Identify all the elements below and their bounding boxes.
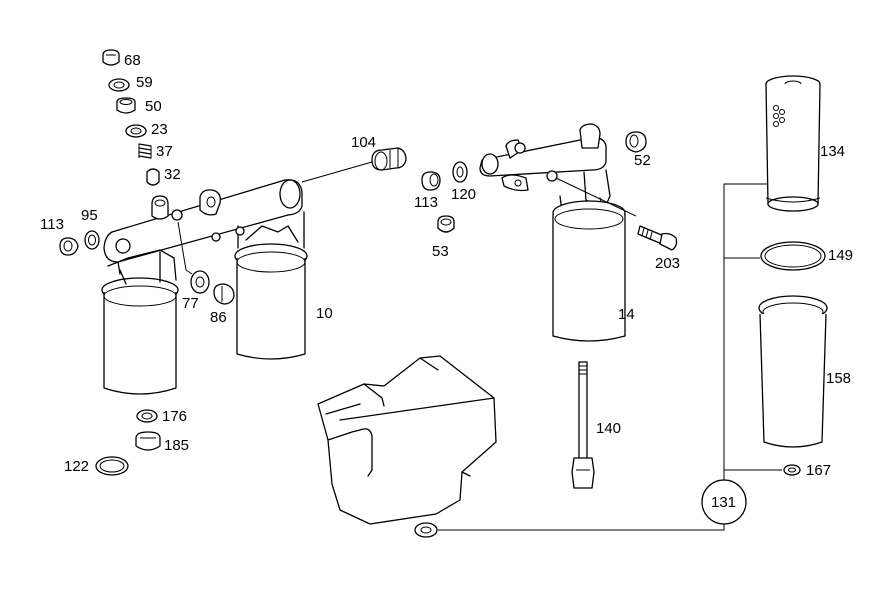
plug-50 bbox=[116, 97, 136, 114]
label-113-middle: 113 bbox=[414, 194, 438, 211]
label-134: 134 bbox=[820, 143, 845, 160]
kit-circle-131 bbox=[701, 479, 747, 525]
label-32: 32 bbox=[164, 166, 181, 183]
label-167: 167 bbox=[806, 462, 831, 479]
label-122: 122 bbox=[64, 458, 89, 475]
seal-ring-167 bbox=[783, 464, 801, 476]
seal-ring-77 bbox=[190, 270, 210, 294]
plug-53 bbox=[437, 215, 455, 233]
drain-plug-seal bbox=[414, 522, 438, 538]
seal-ring-120 bbox=[452, 161, 468, 183]
label-52: 52 bbox=[634, 152, 651, 169]
label-158: 158 bbox=[826, 370, 851, 387]
label-140: 140 bbox=[596, 420, 621, 437]
plug-113-left bbox=[59, 237, 79, 256]
filter-housing-14 bbox=[479, 123, 626, 342]
label-95: 95 bbox=[81, 207, 98, 224]
label-104: 104 bbox=[351, 134, 376, 151]
label-53: 53 bbox=[432, 243, 449, 260]
label-131: 131 bbox=[711, 494, 736, 511]
leader-77 bbox=[177, 221, 193, 275]
filter-housing-10 bbox=[101, 179, 308, 395]
seal-ring-149 bbox=[760, 241, 826, 271]
fitting-104 bbox=[371, 147, 407, 171]
kit-bracket-line bbox=[438, 183, 768, 531]
seal-ring-176 bbox=[136, 409, 158, 423]
label-86: 86 bbox=[210, 309, 227, 326]
plug-113-middle bbox=[421, 171, 441, 191]
seal-ring-23 bbox=[125, 124, 147, 138]
oil-pan bbox=[317, 355, 497, 525]
label-59: 59 bbox=[136, 74, 153, 91]
label-50: 50 bbox=[145, 98, 162, 115]
filter-element-134 bbox=[765, 75, 821, 212]
seal-ring-59 bbox=[108, 78, 130, 92]
leader-104 bbox=[301, 161, 373, 183]
label-14: 14 bbox=[618, 306, 635, 323]
filter-bowl-158 bbox=[758, 295, 828, 448]
label-149: 149 bbox=[828, 247, 853, 264]
label-185: 185 bbox=[164, 437, 189, 454]
leader-203 bbox=[555, 177, 637, 217]
seal-ring-122 bbox=[95, 456, 129, 476]
plug-86 bbox=[213, 283, 235, 305]
label-68: 68 bbox=[124, 52, 141, 69]
bolt-140 bbox=[571, 361, 595, 489]
label-10: 10 bbox=[316, 305, 333, 322]
label-77: 77 bbox=[182, 295, 199, 312]
spring-37 bbox=[138, 143, 152, 159]
label-176: 176 bbox=[162, 408, 187, 425]
plug-185 bbox=[135, 431, 161, 451]
seal-ring-95 bbox=[84, 230, 100, 250]
plug-68 bbox=[102, 49, 120, 66]
label-23: 23 bbox=[151, 121, 168, 138]
label-203: 203 bbox=[655, 255, 680, 272]
bolt-203 bbox=[637, 225, 678, 251]
plug-52 bbox=[625, 131, 647, 153]
label-113-left: 113 bbox=[40, 216, 64, 233]
valve-piston-32 bbox=[146, 168, 160, 186]
label-120: 120 bbox=[451, 186, 476, 203]
label-37: 37 bbox=[156, 143, 173, 160]
